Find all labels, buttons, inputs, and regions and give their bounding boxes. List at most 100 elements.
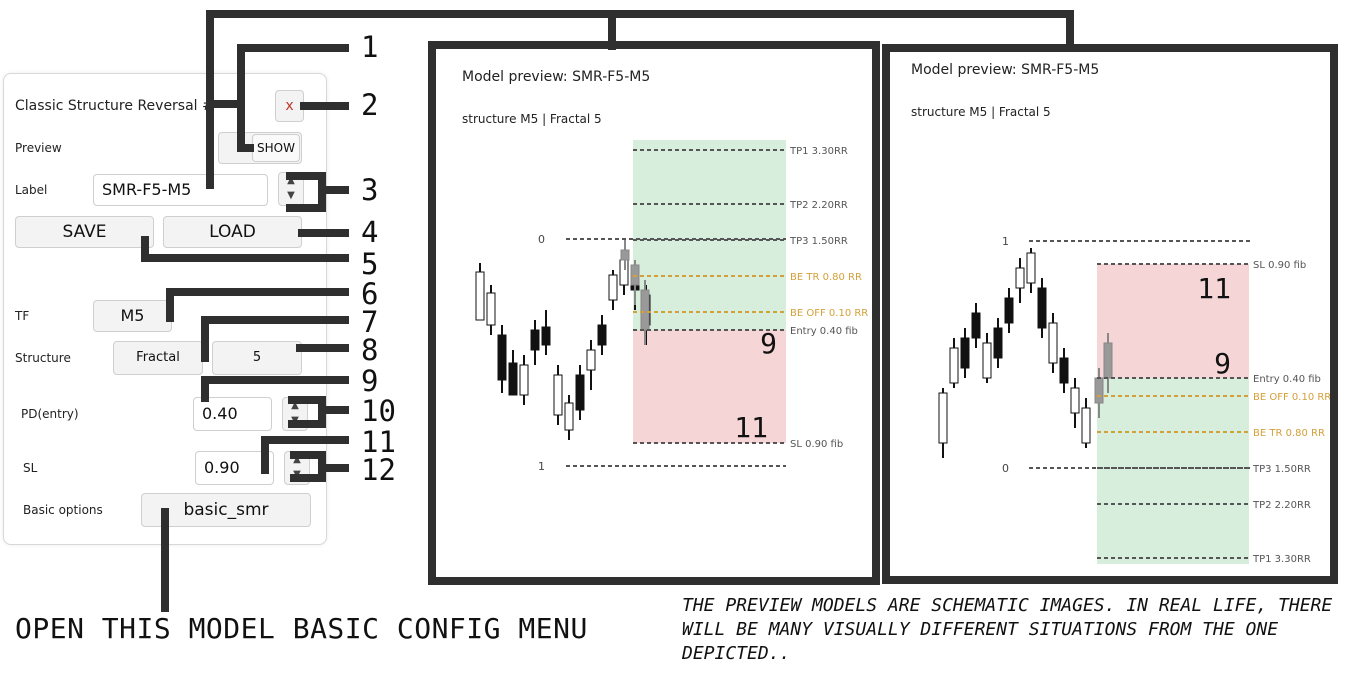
pd-entry-input[interactable]: 0.40 <box>193 397 272 431</box>
annotation-10: 10 <box>361 394 396 428</box>
sl-stepper[interactable]: ▲ ▼ <box>284 451 310 485</box>
annotation-11: 11 <box>361 425 396 459</box>
level-label: TP3 1.50RR <box>789 236 848 247</box>
stepper-up-icon[interactable]: ▲ <box>291 400 299 411</box>
candle-body <box>486 292 496 326</box>
annotation-7: 7 <box>361 305 379 339</box>
level-label: Entry 0.40 fib <box>790 326 858 337</box>
candle-body <box>1103 342 1113 379</box>
candle-body <box>620 249 630 261</box>
candle-body <box>1081 407 1091 444</box>
candle-body <box>508 362 518 396</box>
panel-title: Classic Structure Reversal # <box>15 98 214 114</box>
level-label: SL 0.90 fib <box>1253 260 1306 271</box>
fib-bottom-label: 0 <box>1002 462 1009 475</box>
structure-label: Structure <box>15 351 71 365</box>
preview-short: Model preview: SMR-F5-M5 structure M5 | … <box>886 48 1334 580</box>
candle-body <box>1037 287 1047 329</box>
level-label: BE OFF 0.10 RR <box>1253 392 1331 403</box>
schematic-note: THE PREVIEW MODELS ARE SCHEMATIC IMAGES.… <box>682 595 1333 664</box>
candle-body <box>597 324 607 346</box>
candle-body <box>1004 297 1014 324</box>
candle-body <box>519 364 529 396</box>
basic-options-button[interactable]: basic_smr <box>141 493 311 527</box>
annotation-3: 3 <box>361 173 379 207</box>
level-label: TP3 1.50RR <box>1252 464 1311 475</box>
level-label: SL 0.90 fib <box>790 439 843 450</box>
label-input[interactable]: SMR-F5-M5 <box>93 174 268 206</box>
candle-body <box>960 337 970 369</box>
config-menu-caption: OPEN THIS MODEL BASIC CONFIG MENU <box>15 612 588 645</box>
annotation-6: 6 <box>361 277 379 311</box>
candle-body <box>993 327 1003 359</box>
candle-body <box>553 374 563 416</box>
fib-bottom-label: 1 <box>538 460 545 473</box>
tp-zone <box>1097 378 1249 564</box>
fib-top-label: 1 <box>1002 235 1009 248</box>
level-label: TP2 2.20RR <box>789 200 848 211</box>
sl-input[interactable]: 0.90 <box>195 451 274 485</box>
pd-entry-stepper[interactable]: ▲ ▼ <box>282 397 308 431</box>
annotation-12: 12 <box>361 453 396 487</box>
annotation-8: 8 <box>361 333 379 367</box>
show-button[interactable]: SHOW <box>252 134 300 162</box>
level-label: TP1 3.30RR <box>789 146 848 157</box>
save-button[interactable]: SAVE <box>15 216 154 248</box>
level-label: BE OFF 0.10 RR <box>790 308 868 319</box>
candle-body <box>640 289 650 331</box>
zone-number-label: 9 <box>760 327 777 360</box>
pd-entry-label: PD(entry) <box>21 407 79 421</box>
level-label: Entry 0.40 fib <box>1253 374 1321 385</box>
label-field-label: Label <box>15 183 48 197</box>
structure-type-select[interactable]: Fractal <box>113 341 203 375</box>
tf-label: TF <box>15 309 30 323</box>
level-label: BE TR 0.80 RR <box>790 272 862 283</box>
basic-options-label: Basic options <box>23 503 103 517</box>
annotation-5: 5 <box>361 247 379 281</box>
candle-body <box>541 326 551 346</box>
candle-body <box>608 274 618 301</box>
candle-body <box>564 402 574 431</box>
level-label: TP1 3.30RR <box>1252 554 1311 565</box>
candle-body <box>575 374 585 411</box>
tp-zone <box>633 140 786 330</box>
fib-top-label: 0 <box>538 233 545 246</box>
annotation-4: 4 <box>361 215 379 249</box>
label-stepper[interactable]: ▲ ▼ <box>278 172 304 206</box>
annotation-9: 9 <box>361 364 379 398</box>
load-button[interactable]: LOAD <box>163 216 302 248</box>
sl-label: SL <box>23 461 38 475</box>
candle-body <box>949 347 959 384</box>
level-label: BE TR 0.80 RR <box>1253 428 1325 439</box>
candle-body <box>530 329 540 351</box>
stepper-up-icon[interactable]: ▲ <box>293 454 301 465</box>
preview-chart: 0 1 TP1 3.30RR TP2 2.20RR TP3 1.50RR BE TR 0.… <box>475 140 868 473</box>
candle-body <box>1094 377 1104 404</box>
zone-number-label: 9 <box>1214 347 1231 380</box>
annotation-2: 2 <box>361 88 379 122</box>
stepper-up-icon[interactable]: ▲ <box>287 175 295 186</box>
close-button[interactable]: x <box>275 90 304 122</box>
stepper-down-icon[interactable]: ▼ <box>291 415 299 426</box>
zone-number-label: 11 <box>1197 272 1231 305</box>
candle-body <box>971 312 981 339</box>
candle-body <box>1059 357 1069 384</box>
stepper-down-icon[interactable]: ▼ <box>287 190 295 201</box>
candle-body <box>1048 322 1058 364</box>
candle-body <box>1015 267 1025 289</box>
preview-label: Preview <box>15 141 62 155</box>
candle-body <box>586 349 596 371</box>
candle-body <box>497 334 507 381</box>
preview-long: Model preview: SMR-F5-M5 structure M5 | … <box>432 45 876 581</box>
level-label: TP2 2.20RR <box>1252 500 1311 511</box>
candle-body <box>1026 252 1036 284</box>
zone-number-label: 11 <box>734 411 768 444</box>
candle-body <box>938 392 948 444</box>
annotation-1: 1 <box>361 30 379 64</box>
candle-body <box>982 342 992 379</box>
structure-value-select[interactable]: 5 <box>212 341 302 375</box>
stepper-down-icon[interactable]: ▼ <box>293 469 301 480</box>
candle-body <box>1070 387 1080 414</box>
tf-select[interactable]: M5 <box>93 300 172 332</box>
